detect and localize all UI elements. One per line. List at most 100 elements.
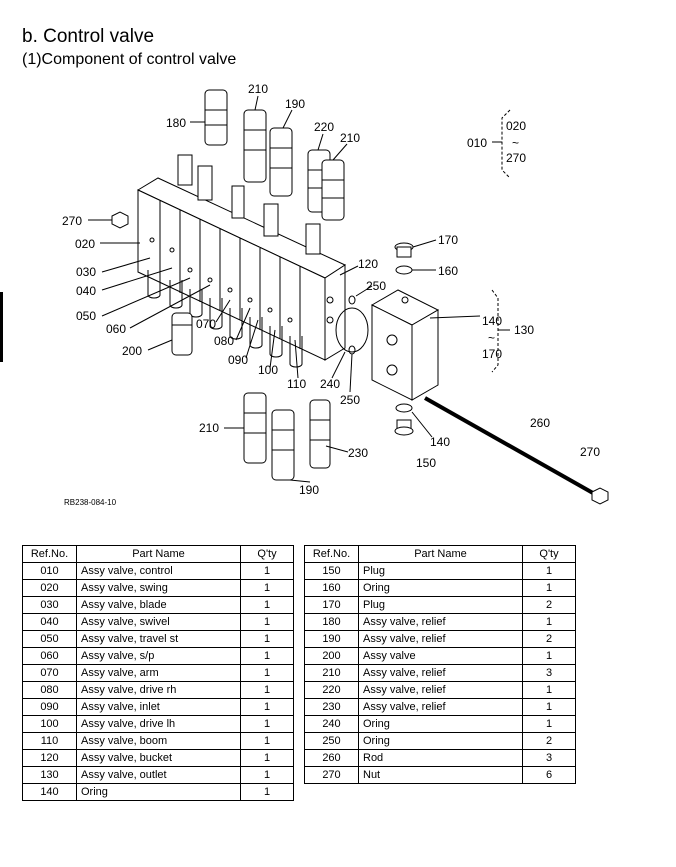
label-220: 220: [314, 120, 334, 134]
cell-qty: 1: [240, 698, 294, 716]
header-qty: Q'ty: [240, 545, 294, 563]
cell-part-name: Assy valve, control: [76, 562, 241, 580]
nut-270-right: [591, 487, 609, 505]
cell-qty: 1: [522, 579, 576, 597]
cell-qty: 1: [240, 562, 294, 580]
label-100: 100: [258, 363, 278, 377]
cell-part-name: Assy valve, drive lh: [76, 715, 241, 733]
label-020: 020: [75, 237, 95, 251]
cell-part-name: Assy valve, boom: [76, 732, 241, 750]
label-230: 230: [348, 446, 368, 460]
cell-part-name: Assy valve, outlet: [76, 766, 241, 784]
plug-150: [394, 419, 414, 436]
cell-qty: 1: [522, 562, 576, 580]
rod-260: [424, 396, 601, 499]
cell-ref-no: 130: [22, 766, 77, 784]
cell-ref-no: 230: [304, 698, 359, 716]
cell-ref-no: 210: [304, 664, 359, 682]
cell-ref-no: 080: [22, 681, 77, 699]
range-sep-top: ~: [512, 136, 519, 150]
cell-ref-no: 180: [304, 613, 359, 631]
cell-part-name: Assy valve, relief: [358, 698, 523, 716]
range-from-020: 020: [506, 119, 526, 133]
cell-part-name: Rod: [358, 749, 523, 767]
cell-ref-no: 220: [304, 681, 359, 699]
cell-qty: 1: [240, 715, 294, 733]
cell-ref-no: 110: [22, 732, 77, 750]
label-080: 080: [214, 334, 234, 348]
label-250-bottom: 250: [340, 393, 360, 407]
cell-qty: 2: [522, 732, 576, 750]
header-part-name: Part Name: [76, 545, 241, 563]
label-270-left: 270: [62, 214, 82, 228]
cell-ref-no: 270: [304, 766, 359, 784]
cell-qty: 1: [240, 647, 294, 665]
cell-qty: 3: [522, 749, 576, 767]
cell-qty: 1: [240, 749, 294, 767]
relief-valve-180: [204, 89, 228, 146]
cell-ref-no: 240: [304, 715, 359, 733]
cell-ref-no: 200: [304, 647, 359, 665]
cell-qty: 1: [522, 715, 576, 733]
cell-part-name: Assy valve, arm: [76, 664, 241, 682]
cell-ref-no: 120: [22, 749, 77, 767]
callout-labels: 180 210 190 220 210 270 020 030 040 050 …: [62, 82, 600, 507]
cell-qty: 1: [522, 647, 576, 665]
label-260: 260: [530, 416, 550, 430]
oring-250-bottom: [348, 345, 356, 355]
label-150: 150: [416, 456, 436, 470]
cell-part-name: Assy valve, relief: [358, 613, 523, 631]
cell-ref-no: 100: [22, 715, 77, 733]
cell-part-name: Oring: [358, 579, 523, 597]
cell-qty: 1: [240, 596, 294, 614]
cell-qty: 1: [240, 766, 294, 784]
cell-ref-no: 140: [22, 783, 77, 801]
cell-ref-no: 070: [22, 664, 77, 682]
cell-part-name: Assy valve, swing: [76, 579, 241, 597]
relief-valve-210-right: [321, 159, 345, 221]
exploded-valve-diagram: 180 210 190 220 210 270 020 030 040 050 …: [62, 82, 609, 507]
label-240: 240: [320, 377, 340, 391]
cell-qty: 3: [522, 664, 576, 682]
figure-code: RB238-084-10: [64, 498, 117, 507]
header-qty: Q'ty: [522, 545, 576, 563]
cell-qty: 1: [240, 613, 294, 631]
cell-qty: 2: [522, 630, 576, 648]
label-060: 060: [106, 322, 126, 336]
label-050: 050: [76, 309, 96, 323]
cell-part-name: Assy valve, swivel: [76, 613, 241, 631]
label-090: 090: [228, 353, 248, 367]
cell-qty: 1: [522, 698, 576, 716]
label-120: 120: [358, 257, 378, 271]
range-from-140: 140: [482, 314, 502, 328]
label-110: 110: [287, 377, 306, 391]
cell-ref-no: 090: [22, 698, 77, 716]
cell-qty: 6: [522, 766, 576, 784]
cell-qty: 2: [522, 596, 576, 614]
cell-ref-no: 040: [22, 613, 77, 631]
cell-ref-no: 030: [22, 596, 77, 614]
cell-qty: 1: [240, 681, 294, 699]
cell-qty: 1: [240, 579, 294, 597]
label-210-right: 210: [340, 131, 360, 145]
cell-ref-no: 170: [304, 596, 359, 614]
cell-part-name: Assy valve, relief: [358, 630, 523, 648]
header-ref-no: Ref.No.: [22, 545, 77, 563]
oring-250-top: [348, 295, 356, 305]
